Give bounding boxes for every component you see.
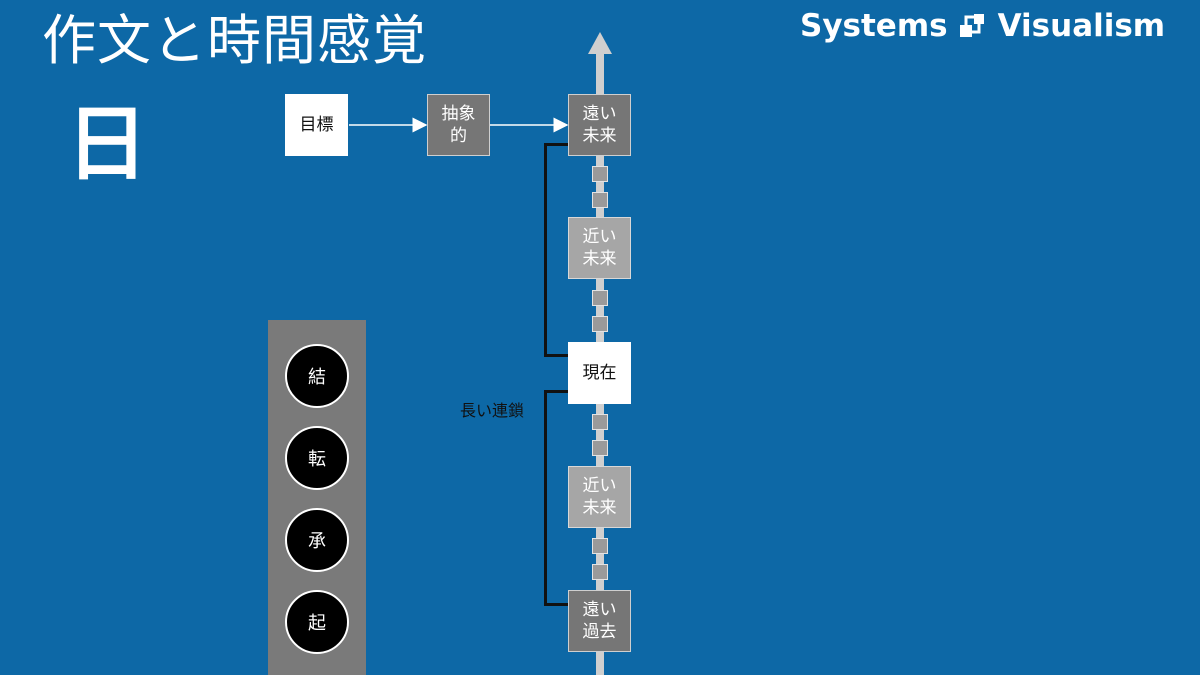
chain-link xyxy=(592,290,608,306)
near-future-box-lower: 近い未来 xyxy=(568,466,631,528)
day-kanji: 日 xyxy=(66,97,149,192)
systems-visualism-logo-icon xyxy=(958,11,988,41)
brand-visualism-text: Visualism xyxy=(997,8,1166,44)
chain-link xyxy=(592,316,608,332)
chain-link xyxy=(592,440,608,456)
present-box: 現在 xyxy=(568,342,631,404)
chain-link xyxy=(592,192,608,208)
goal-box: 目標 xyxy=(285,94,348,156)
chain-link xyxy=(592,166,608,182)
ten-circle: 転 xyxy=(285,426,349,490)
long-chain-label: 長い連鎖 xyxy=(460,401,525,420)
near-future-box-upper: 近い未来 xyxy=(568,217,631,279)
upper-bracket xyxy=(544,143,568,357)
distant-past-box: 遠い過去 xyxy=(568,590,631,652)
page-title: 作文と時間感覚 xyxy=(42,9,427,72)
chain-link xyxy=(592,538,608,554)
ketsu-circle: 結 xyxy=(285,344,349,408)
shou-circle: 承 xyxy=(285,508,349,572)
lower-bracket xyxy=(544,390,568,606)
ki-circle: 起 xyxy=(285,590,349,654)
abstract-box: 抽象的 xyxy=(427,94,490,156)
brand-systems-text: Systems xyxy=(800,8,948,44)
chain-link xyxy=(592,564,608,580)
distant-future-box: 遠い未来 xyxy=(568,94,631,156)
brand-logo: Systems Visualism xyxy=(800,6,1165,46)
chain-link xyxy=(592,414,608,430)
